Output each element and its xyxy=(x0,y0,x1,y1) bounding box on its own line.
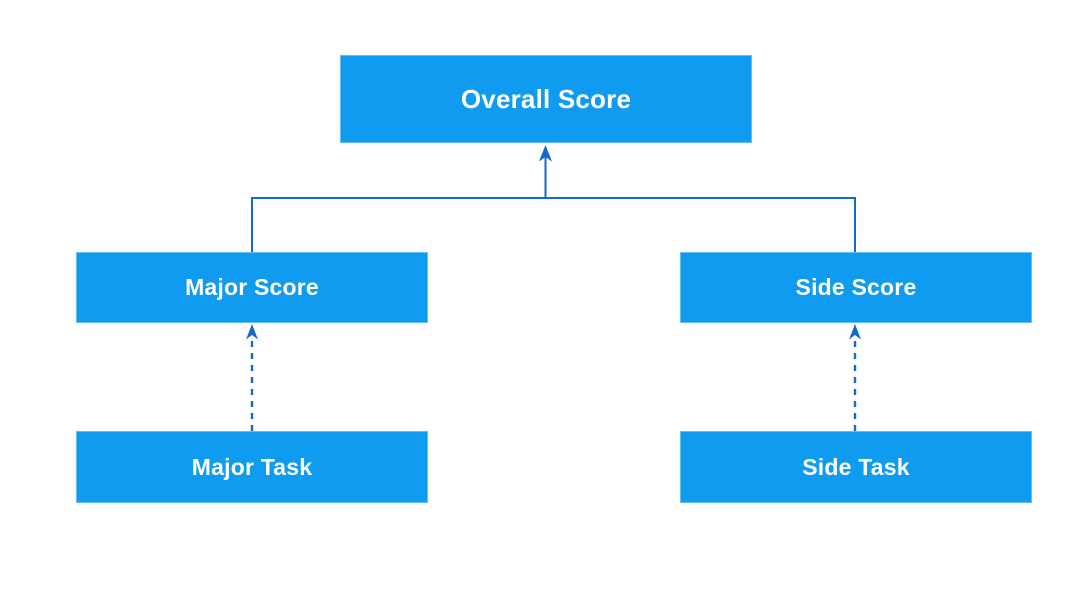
node-side-task-label: Side Task xyxy=(802,453,910,480)
arrowhead-major-score-up-icon xyxy=(246,324,258,340)
node-side-task: Side Task xyxy=(680,431,1032,503)
node-overall-score: Overall Score xyxy=(340,55,752,143)
edge-scores-to-overall-branch xyxy=(251,197,856,252)
arrowhead-overall-up-icon xyxy=(539,145,552,162)
arrowhead-side-score-up-icon xyxy=(849,324,861,340)
node-major-task-label: Major Task xyxy=(191,453,313,480)
node-major-score-label: Major Score xyxy=(185,274,319,300)
node-side-score-label: Side Score xyxy=(795,274,917,300)
node-major-score: Major Score xyxy=(76,252,428,323)
node-major-task: Major Task xyxy=(76,431,428,503)
node-side-score: Side Score xyxy=(680,252,1032,323)
node-overall-score-label: Overall Score xyxy=(460,83,632,114)
